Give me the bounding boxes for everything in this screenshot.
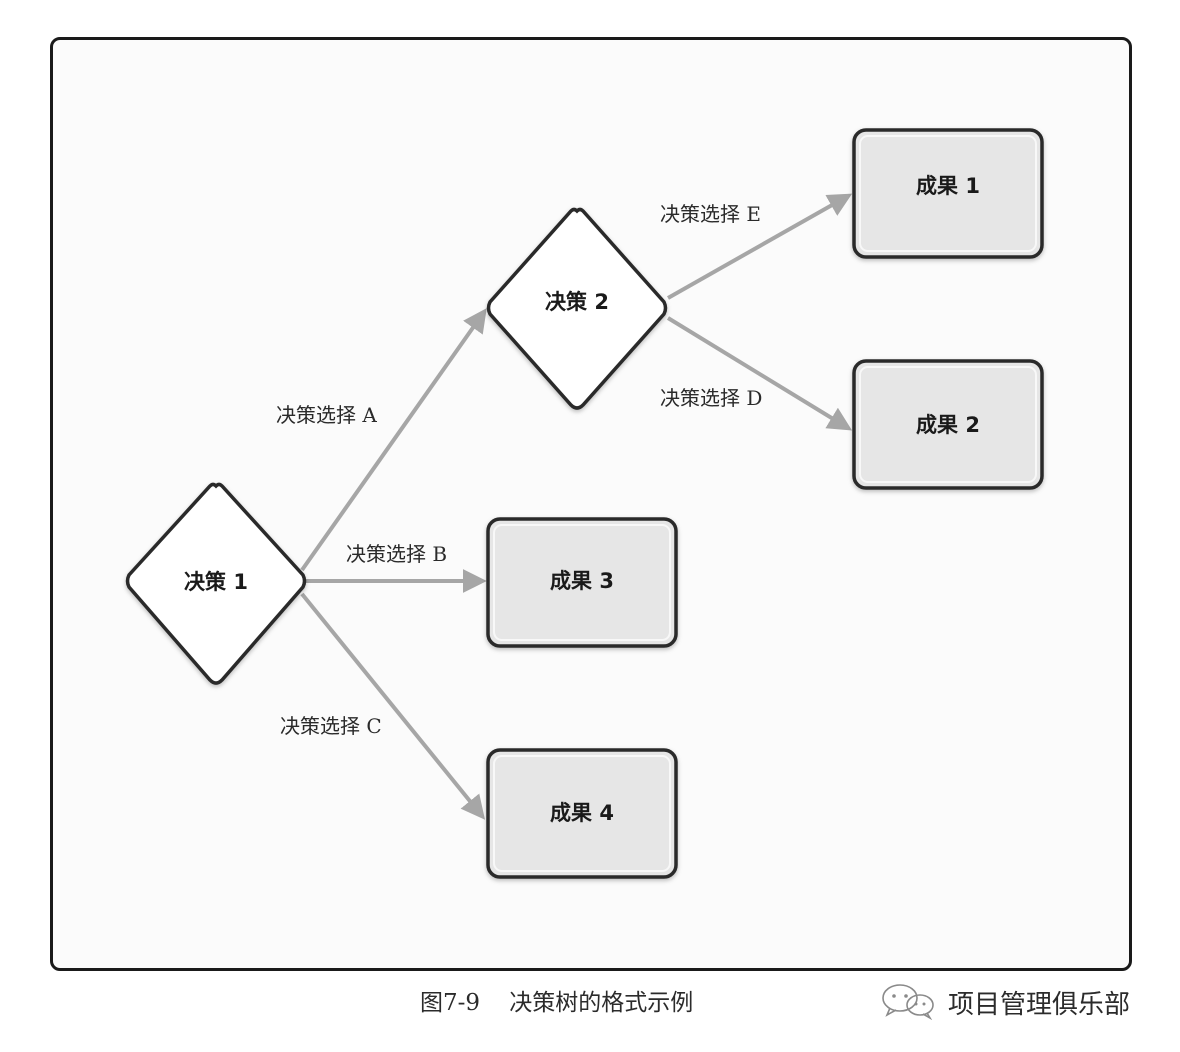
- decision-node-2: 决策 2: [486, 207, 668, 410]
- edge-label-b: 决策选择 B: [346, 542, 447, 566]
- wechat-icon: [878, 980, 938, 1024]
- edge-label-d: 决策选择 D: [660, 386, 762, 410]
- edges: [300, 193, 853, 820]
- edge-d1-d2: [300, 308, 487, 572]
- outcome-node-1: 成果 1: [852, 128, 1044, 259]
- outcome-node-2: 成果 2: [852, 359, 1044, 490]
- decision-node-1-label: 决策 1: [184, 570, 248, 594]
- outcome-node-3-label: 成果 3: [550, 569, 614, 593]
- figure-caption: 图7-9 决策树的格式示例: [420, 990, 694, 1016]
- outcome-node-4: 成果 4: [486, 748, 678, 879]
- edge-label-e: 决策选择 E: [660, 202, 761, 226]
- decision-node-1: 决策 1: [125, 482, 307, 685]
- edge-d2-r2: [666, 316, 853, 431]
- edge-label-c: 决策选择 C: [280, 714, 382, 738]
- outcome-node-1-label: 成果 1: [916, 174, 980, 198]
- outcome-node-3: 成果 3: [486, 517, 678, 648]
- watermark-text: 项目管理俱乐部: [948, 989, 1131, 1020]
- edge-label-a: 决策选择 A: [276, 403, 377, 427]
- edge-d2-r1: [667, 193, 853, 300]
- edge-d1-r4: [300, 592, 486, 820]
- decision-node-2-label: 决策 2: [545, 290, 609, 314]
- outcome-node-2-label: 成果 2: [916, 413, 980, 437]
- outcome-node-4-label: 成果 4: [550, 801, 614, 825]
- watermark: 项目管理俱乐部: [878, 980, 1130, 1024]
